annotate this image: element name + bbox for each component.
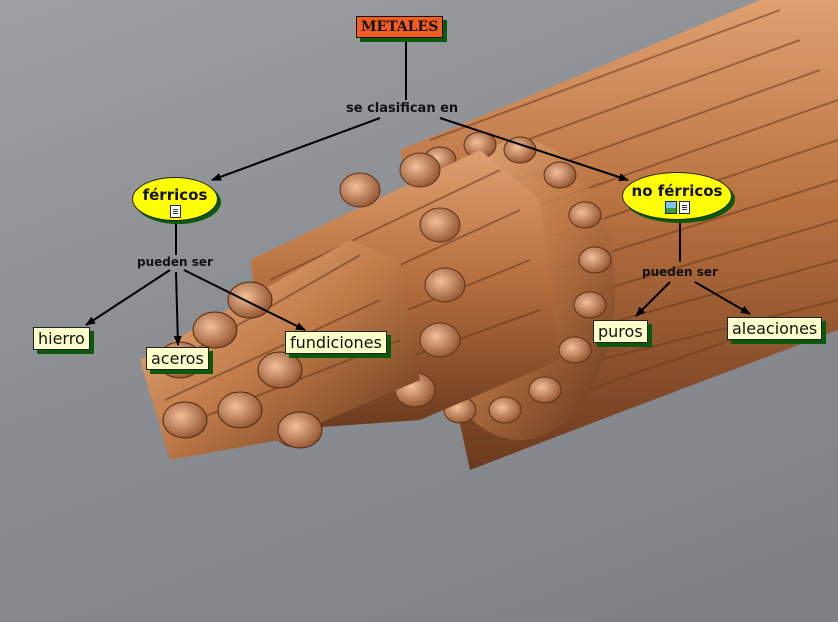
image-icon[interactable] bbox=[664, 201, 677, 214]
concept-aceros-label: aceros bbox=[151, 349, 204, 368]
concept-fundiciones[interactable]: fundiciones bbox=[285, 331, 387, 354]
concept-hierro-label: hierro bbox=[38, 329, 85, 348]
link-phrase-se-clasifican-en: se clasifican en bbox=[343, 101, 461, 116]
concept-aleaciones-label: aleaciones bbox=[732, 319, 818, 338]
connector-to-ferricos bbox=[211, 117, 381, 181]
connector-to-no-ferricos bbox=[439, 117, 629, 181]
concept-aleaciones[interactable]: aleaciones bbox=[727, 317, 823, 340]
concept-puros-label: puros bbox=[598, 322, 643, 341]
concept-ferricos-label: férricos bbox=[142, 186, 208, 204]
concept-metales[interactable]: METALES bbox=[356, 16, 444, 38]
document-icon[interactable] bbox=[169, 205, 181, 218]
concept-ferricos[interactable]: férricos bbox=[132, 177, 218, 221]
connector-to-aleaciones bbox=[694, 281, 751, 315]
concept-metales-label: METALES bbox=[361, 19, 439, 35]
document-icon[interactable] bbox=[678, 201, 690, 214]
concept-aceros[interactable]: aceros bbox=[146, 347, 209, 370]
link-phrase-text: pueden ser bbox=[642, 265, 718, 279]
link-phrase-text: pueden ser bbox=[137, 255, 213, 269]
connector-to-aceros bbox=[173, 271, 182, 346]
concept-connectors bbox=[85, 40, 751, 346]
connector-to-hierro bbox=[85, 269, 171, 326]
connector-to-fundiciones bbox=[183, 269, 306, 331]
concept-hierro[interactable]: hierro bbox=[33, 327, 90, 350]
concept-puros[interactable]: puros bbox=[593, 320, 648, 343]
link-phrase-ferricos-pueden-ser: pueden ser bbox=[134, 255, 216, 269]
concept-no-ferricos-label: no férricos bbox=[631, 182, 723, 200]
connector-to-puros bbox=[635, 281, 671, 317]
concept-no-ferricos[interactable]: no férricos bbox=[622, 172, 732, 220]
link-phrase-text: se clasifican en bbox=[346, 101, 459, 116]
link-phrase-no-ferricos-pueden-ser: pueden ser bbox=[639, 265, 721, 279]
concept-fundiciones-label: fundiciones bbox=[290, 333, 382, 352]
